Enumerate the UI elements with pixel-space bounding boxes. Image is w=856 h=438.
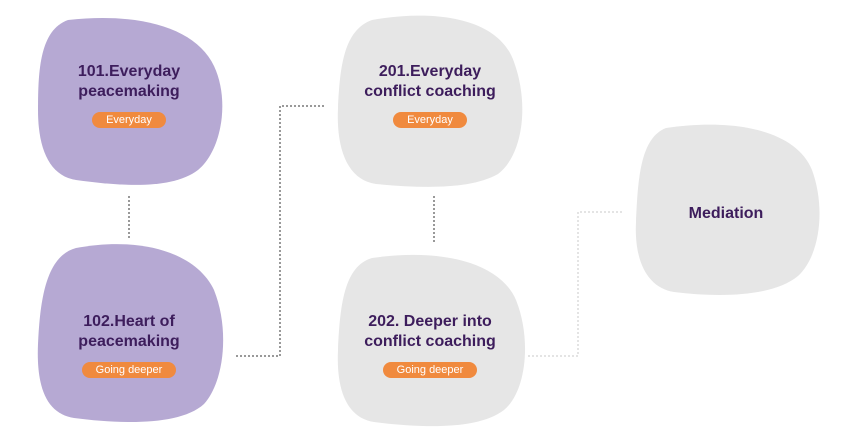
node-102-title-line1: 102.Heart of [83, 313, 175, 330]
blob-mediation [635, 124, 820, 295]
blob-201 [337, 15, 523, 187]
blob-102 [37, 244, 224, 423]
node-mediation-title: Mediation [688, 205, 764, 222]
node-202-badge: Going deeper [382, 362, 478, 378]
node-202-title-line2: conflict coaching [364, 333, 496, 350]
node-101-title: 101.Everyday peacemaking [78, 62, 180, 102]
node-101-title-line1: 101.Everyday [77, 63, 181, 80]
node-201-title: 201.Everyday conflict coaching [364, 62, 496, 102]
node-201-badge: Everyday [393, 112, 467, 128]
node-101-title-line2: peacemaking [78, 83, 180, 100]
node-201[interactable]: 201.Everyday conflict coaching Everyday [340, 50, 520, 140]
blob-202 [337, 254, 526, 427]
node-102[interactable]: 102.Heart of peacemaking Going deeper [40, 300, 218, 390]
node-201-title-line1: 201.Everyday [378, 63, 482, 80]
node-101-badge: Everyday [92, 112, 166, 128]
node-202[interactable]: 202. Deeper into conflict coaching Going… [340, 300, 520, 390]
node-102-badge: Going deeper [81, 362, 177, 378]
blob-101 [38, 17, 223, 185]
node-201-title-line2: conflict coaching [364, 83, 496, 100]
connector-102-201 [236, 105, 326, 357]
node-101[interactable]: 101.Everyday peacemaking Everyday [40, 50, 218, 140]
node-mediation[interactable]: Mediation [636, 194, 816, 234]
node-102-title: 102.Heart of peacemaking [78, 312, 179, 352]
connector-202-mediation [528, 211, 624, 357]
node-102-title-line2: peacemaking [78, 333, 180, 350]
node-202-title-line1: 202. Deeper into [368, 313, 492, 330]
node-202-title: 202. Deeper into conflict coaching [364, 312, 496, 352]
